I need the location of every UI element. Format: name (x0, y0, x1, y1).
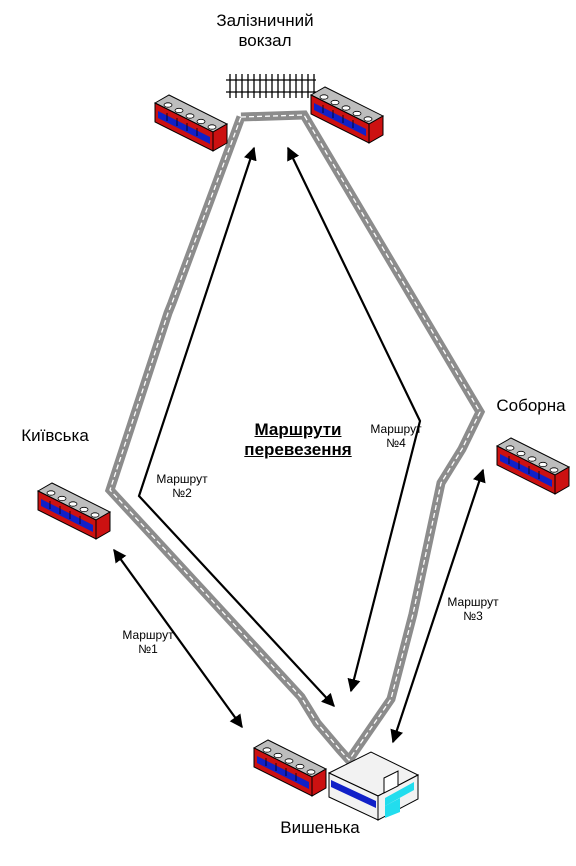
route-label-3: Маршрут №3 (447, 595, 499, 623)
tram-icon-railway-left (154, 94, 228, 152)
station-label-railway: Залізничний вокзал (216, 11, 314, 50)
tram-icon-vyshenka (253, 739, 327, 797)
diagram-title: Маршрути перевезення (244, 420, 352, 459)
tram-icon-kyivska (37, 482, 111, 540)
route-label-2: Маршрут №2 (156, 472, 208, 500)
route-1-arrow (113, 548, 243, 729)
station-label-vyshenka: Вишенька (280, 818, 360, 837)
station-label-kyivska: Київська (21, 426, 89, 445)
station-label-soborna: Соборна (496, 396, 566, 415)
route-3-arrow (390, 468, 486, 744)
route-4-arrow (287, 146, 422, 693)
route-2-arrow (137, 146, 335, 707)
tram-icon-soborna (496, 437, 570, 495)
track-ring (104, 110, 486, 768)
depot-building-icon (327, 751, 420, 821)
route-label-4: Маршрут №4 (370, 422, 422, 450)
route-arrows (113, 146, 486, 744)
tram-icon-railway-right (310, 86, 384, 144)
station-platform-icon (226, 74, 316, 98)
route-label-1: Маршрут №1 (122, 628, 174, 656)
